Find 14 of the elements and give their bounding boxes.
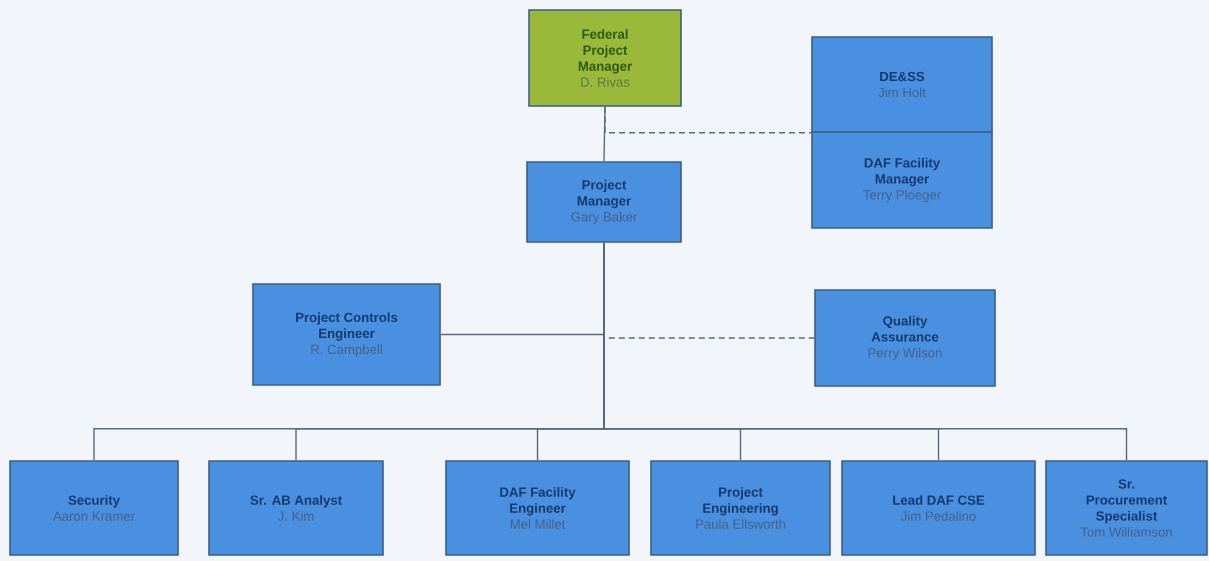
- org-box: Federal Project Manager D. Rivas: [528, 9, 682, 107]
- org-box: Sr. AB Analyst J. Kim: [208, 460, 384, 556]
- org-box: Project Manager Gary Baker: [526, 161, 682, 243]
- org-box: Project Controls Engineer R. Campbell: [252, 283, 441, 386]
- org-box: Project Engineering Paula Ellsworth: [650, 460, 831, 556]
- org-box: DAF Facility Engineer Mel Millet: [445, 460, 630, 556]
- org-box: Sr. Procurement Specialist Tom Williamson: [1045, 460, 1208, 556]
- org-box: DE&SS Jim Holt: [811, 36, 993, 133]
- org-box: DAF Facility Manager Terry Ploeger: [811, 131, 993, 229]
- org-box: Quality Assurance Perry Wilson: [814, 289, 996, 387]
- org-box: Security Aaron Kramer: [9, 460, 179, 556]
- connector-line: [603, 242, 1128, 461]
- org-box: Lead DAF CSE Jim Pedalino: [841, 460, 1036, 556]
- connector-line: [604, 106, 812, 134]
